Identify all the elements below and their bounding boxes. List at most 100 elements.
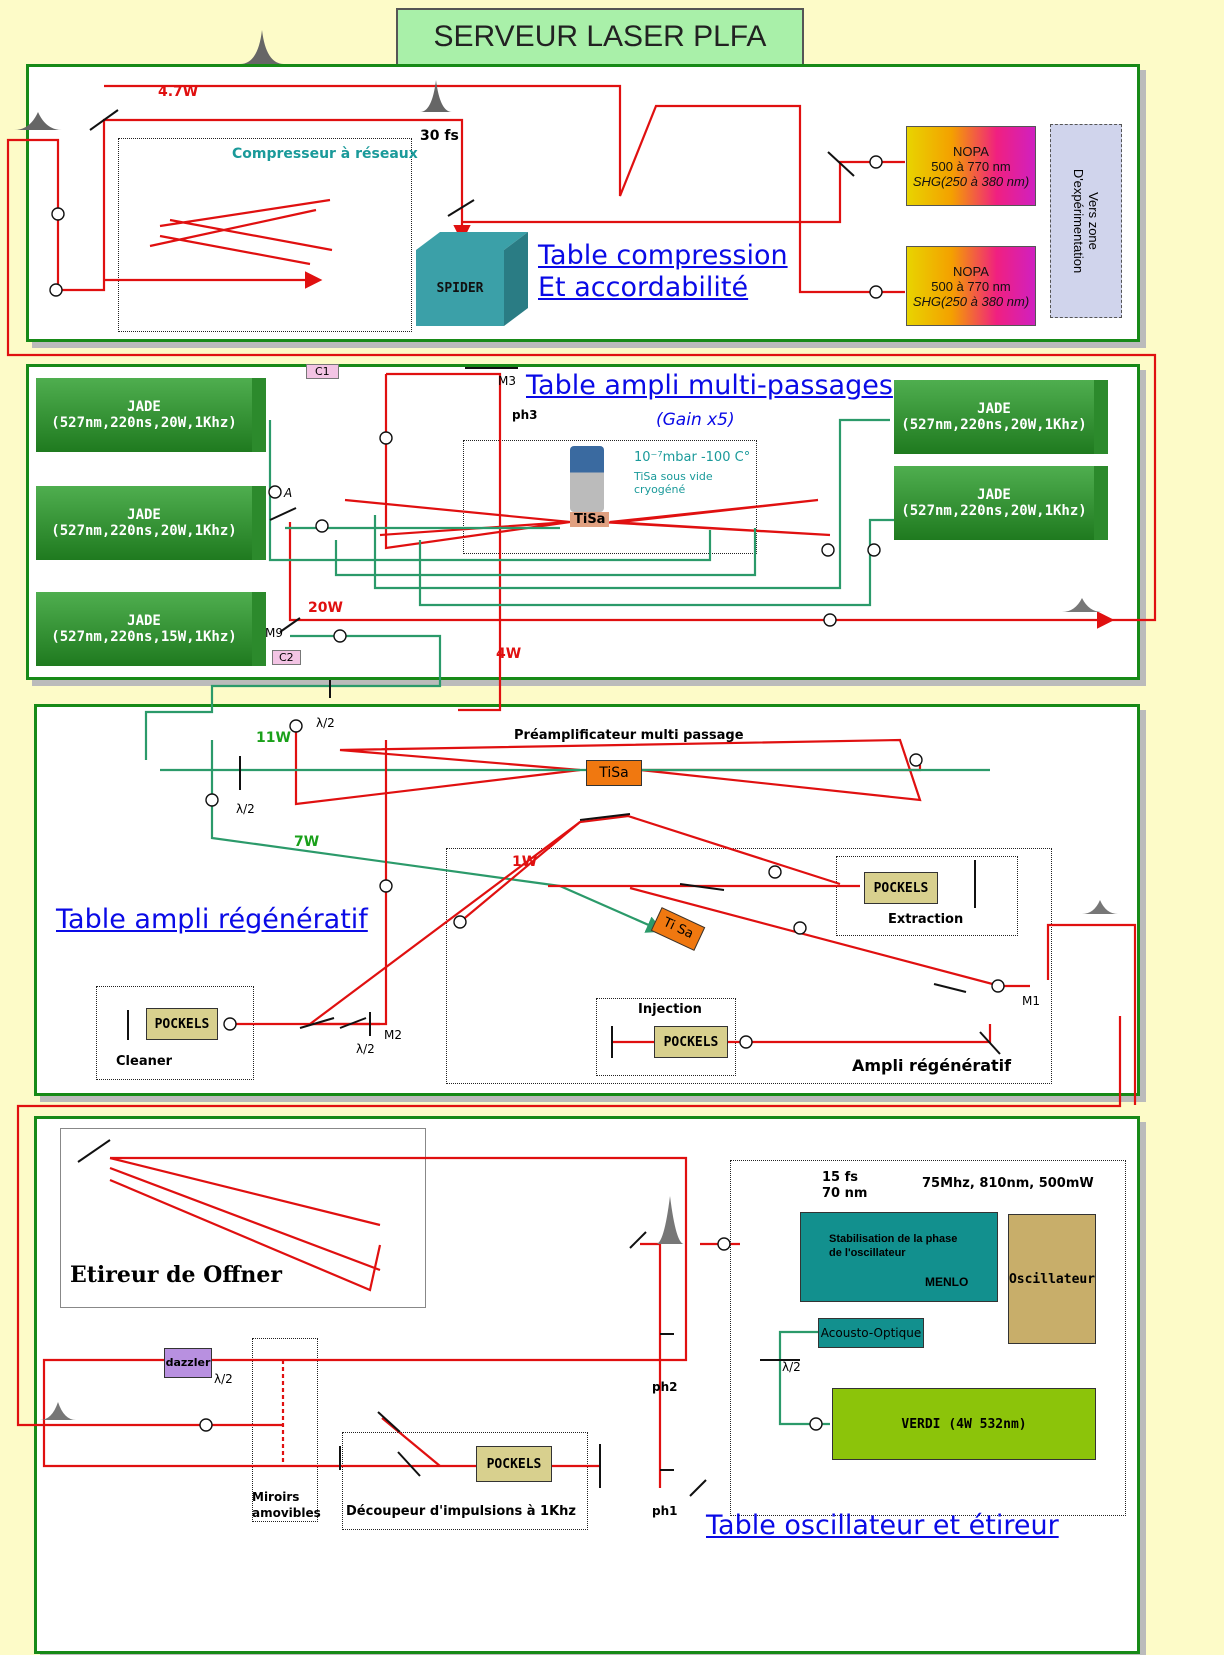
nopa-name: NOPA bbox=[953, 263, 989, 279]
miroirs-box bbox=[252, 1338, 318, 1522]
stab-l2: de l'oscillateur bbox=[829, 1247, 906, 1259]
compression-heading: Table compression bbox=[538, 240, 788, 271]
power-4w: 4W bbox=[496, 646, 522, 662]
decoupeur-box bbox=[342, 1432, 588, 1530]
vers-zone-l1: Vers zone bbox=[1086, 192, 1101, 250]
vers-zone-box: Vers zone D'expérimentation bbox=[1050, 124, 1122, 318]
jade-spec: (527nm,220ns,20W,1Khz) bbox=[901, 503, 1087, 519]
m9-label: M9 bbox=[265, 626, 283, 640]
jade-name: JADE bbox=[127, 613, 161, 629]
pockels-cleaner: POCKELS bbox=[146, 1008, 218, 1040]
loop-beam-3 bbox=[16, 1016, 1122, 1427]
nopa-shg: SHG(250 à 380 nm) bbox=[912, 173, 1030, 189]
osc-label: Oscillateur bbox=[1008, 1271, 1096, 1287]
jade-spec: (527nm,220ns,20W,1Khz) bbox=[51, 415, 237, 431]
dazzler-box: dazzler bbox=[164, 1348, 212, 1378]
loop-beam-2 bbox=[1046, 923, 1137, 1105]
miroirs-l1: Miroirs bbox=[252, 1490, 300, 1504]
pockels-label: POCKELS bbox=[486, 1456, 542, 1472]
page-title: SERVEUR LASER PLFA bbox=[396, 8, 804, 66]
jade-name: JADE bbox=[127, 507, 161, 523]
menlo-box: Stabilisation de la phase de l'oscillate… bbox=[800, 1212, 998, 1302]
cryo-tisa: TiSa bbox=[570, 512, 610, 527]
jade-3: JADE(527nm,220ns,15W,1Khz) bbox=[36, 592, 266, 666]
lambda2-c: λ/2 bbox=[356, 1042, 375, 1056]
injection-box bbox=[596, 998, 736, 1076]
pulse-icon bbox=[240, 30, 284, 64]
jade-2: JADE(527nm,220ns,20W,1Khz) bbox=[36, 486, 266, 560]
power-20w: 20W bbox=[308, 600, 343, 616]
offner-label: Etireur de Offner bbox=[70, 1262, 282, 1288]
loop-beam-1 bbox=[6, 138, 1157, 622]
extraction-label: Extraction bbox=[888, 912, 964, 927]
pockels-label: POCKELS bbox=[663, 1034, 719, 1050]
jade-5: JADE(527nm,220ns,20W,1Khz) bbox=[894, 466, 1108, 540]
oscillator-box bbox=[730, 1160, 1126, 1516]
cleaner-label: Cleaner bbox=[116, 1054, 173, 1069]
cryostat-box bbox=[463, 440, 757, 554]
nopa-range: 500 à 770 nm bbox=[931, 278, 1011, 294]
regen-box bbox=[446, 848, 1052, 1084]
ampli-regen-label: Ampli régénératif bbox=[852, 1056, 1012, 1075]
verdi-label: VERDI (4W 532nm) bbox=[901, 1416, 1027, 1432]
jade-spec: (527nm,220ns,15W,1Khz) bbox=[51, 629, 237, 645]
lambda2-dazzler: λ/2 bbox=[214, 1372, 233, 1386]
nopa-name: NOPA bbox=[953, 143, 989, 159]
nopa-shg: SHG(250 à 380 nm) bbox=[912, 293, 1030, 309]
power-4-7w: 4.7W bbox=[158, 84, 199, 100]
jade-spec: (527nm,220ns,20W,1Khz) bbox=[901, 417, 1087, 433]
regen-heading: Table ampli régénératif bbox=[56, 904, 368, 935]
m1-label: M1 bbox=[1022, 994, 1040, 1008]
spider-box: SPIDER bbox=[416, 250, 504, 326]
jade-name: JADE bbox=[977, 487, 1011, 503]
power-1w: 1W bbox=[512, 854, 538, 870]
ph1-label: ph1 bbox=[652, 1504, 678, 1518]
m3-label: M3 bbox=[498, 374, 516, 388]
title-text: SERVEUR LASER PLFA bbox=[433, 20, 767, 53]
oscillateur-box: Oscillateur bbox=[1008, 1214, 1096, 1344]
miroirs-l2: amovibles bbox=[252, 1506, 321, 1520]
specs-label: 75Mhz, 810nm, 500mW bbox=[922, 1176, 1094, 1191]
extraction-box bbox=[836, 856, 1018, 936]
pockels-extraction: POCKELS bbox=[864, 872, 938, 904]
ph3-label: ph3 bbox=[512, 408, 538, 422]
jade-spec: (527nm,220ns,20W,1Khz) bbox=[51, 523, 237, 539]
panel-oscillator bbox=[34, 1116, 1140, 1654]
acousto-box: Acousto-Optique bbox=[818, 1318, 924, 1348]
pulse-30fs: 30 fs bbox=[420, 128, 459, 144]
jade-name: JADE bbox=[127, 399, 161, 415]
compression-heading-2: Et accordabilité bbox=[538, 272, 749, 303]
multipass-heading: Table ampli multi-passages bbox=[526, 370, 893, 401]
jade-4: JADE(527nm,220ns,20W,1Khz) bbox=[894, 380, 1108, 454]
verdi-box: VERDI (4W 532nm) bbox=[832, 1388, 1096, 1460]
fs-label: 15 fs bbox=[822, 1170, 859, 1185]
preamp-label: Préamplificateur multi passage bbox=[514, 728, 744, 743]
jade-name: JADE bbox=[977, 401, 1011, 417]
pockels-label: POCKELS bbox=[154, 1016, 210, 1032]
lambda2-a: λ/2 bbox=[316, 716, 335, 730]
m2-label: M2 bbox=[384, 1028, 402, 1042]
lambda2-osc: λ/2 bbox=[782, 1360, 801, 1374]
oscillator-heading: Table oscillateur et étireur bbox=[706, 1510, 1059, 1541]
cleaner-box bbox=[96, 986, 254, 1080]
preamp-tisa: TiSa bbox=[586, 760, 642, 786]
offner-box bbox=[60, 1128, 426, 1308]
pockels-decoupeur: POCKELS bbox=[476, 1446, 552, 1482]
vacuum-label: 10⁻⁷mbar -100 C° bbox=[634, 450, 751, 465]
nopa-range: 500 à 770 nm bbox=[931, 158, 1011, 174]
power-11w: 11W bbox=[256, 730, 291, 746]
pockels-label: POCKELS bbox=[873, 880, 929, 896]
power-7w: 7W bbox=[294, 834, 320, 850]
c1-label: C1 bbox=[306, 364, 339, 379]
gain-label: (Gain x5) bbox=[656, 410, 735, 430]
decoupeur-label: Découpeur d'impulsions à 1Khz bbox=[346, 1504, 577, 1519]
c2-label: C2 bbox=[272, 650, 301, 665]
ph2-label: ph2 bbox=[652, 1380, 678, 1394]
spider-label: SPIDER bbox=[436, 280, 484, 296]
compressor-box bbox=[118, 138, 412, 332]
pockels-injection: POCKELS bbox=[654, 1026, 728, 1058]
nopa-bottom: NOPA 500 à 770 nm SHG(250 à 380 nm) bbox=[906, 246, 1036, 326]
lambda2-b: λ/2 bbox=[236, 802, 255, 816]
jade-1: JADE(527nm,220ns,20W,1Khz) bbox=[36, 378, 266, 452]
